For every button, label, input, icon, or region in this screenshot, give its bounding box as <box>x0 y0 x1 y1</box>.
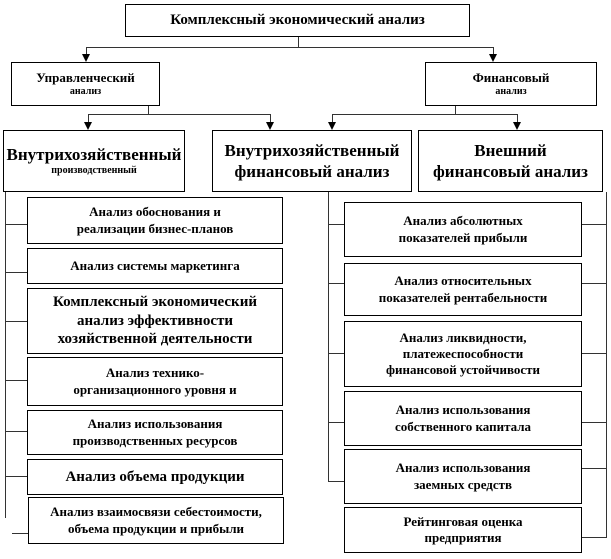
item-line: Анализ использования <box>87 416 223 432</box>
connector <box>332 114 518 115</box>
connector <box>5 476 27 477</box>
item-line: объема продукции и прибыли <box>67 520 245 536</box>
connector <box>328 192 329 481</box>
item-line: Комплексный экономический <box>53 293 257 310</box>
item-line: Анализ ликвидности, <box>399 329 527 345</box>
left-item: Комплексный экономический анализ эффектив… <box>27 288 283 354</box>
item-line: Анализ объема продукции <box>65 468 245 485</box>
connector <box>455 106 456 115</box>
item-line: Рейтинговая оценка <box>403 513 523 529</box>
left-item: Анализ объема продукции <box>27 459 283 495</box>
item-line: реализации бизнес-планов <box>76 220 234 236</box>
connector <box>5 224 27 225</box>
arrow-down-icon <box>328 122 336 130</box>
arrow-down-icon <box>513 122 521 130</box>
item-line: собственного капитала <box>394 418 532 434</box>
connector <box>5 321 27 322</box>
node-internal-financial: Внутрихозяйственный финансовый анализ <box>212 130 412 192</box>
item-line: финансовой устойчивости <box>385 362 541 378</box>
item-line: показателей прибыли <box>398 229 528 245</box>
arrow-down-icon <box>266 122 274 130</box>
connector <box>328 353 344 354</box>
item-line: анализ эффективности <box>77 312 233 329</box>
connector <box>517 114 518 122</box>
item-line: Анализ относительных <box>394 273 532 289</box>
connector <box>270 114 271 122</box>
item-line: организационного уровня и <box>73 381 237 397</box>
node-external-financial: Внешний финансовый анализ <box>418 130 603 192</box>
connector <box>582 283 606 284</box>
node-internal-production: Внутрихозяйственный производственный <box>3 130 185 192</box>
item-line: Анализ обоснования и <box>89 204 221 220</box>
item-line: Анализ технико- <box>105 365 205 381</box>
connector <box>582 422 606 423</box>
connector <box>148 106 149 115</box>
connector <box>328 224 344 225</box>
item-line: Анализ абсолютных <box>403 213 523 229</box>
item-line: заемных средств <box>413 476 513 492</box>
connector <box>328 422 344 423</box>
node-label: анализ <box>495 85 527 97</box>
item-line: показателей рентабельности <box>378 289 548 305</box>
node-management-analysis: Управленческий анализ <box>11 62 160 106</box>
item-line: производственных ресурсов <box>72 432 238 448</box>
left-item: Анализ технико-организационного уровня и <box>27 357 283 406</box>
connector <box>582 468 606 469</box>
connector <box>86 47 494 48</box>
node-label: Внутрихозяйственный <box>6 145 182 165</box>
node-label: производственный <box>51 165 137 177</box>
item-line: Анализ использования <box>395 460 531 476</box>
left-item: Анализ системы маркетинга <box>27 248 283 284</box>
item-line: платежеспособности <box>402 345 524 361</box>
connector <box>582 353 606 354</box>
connector <box>328 481 344 482</box>
connector <box>298 37 299 47</box>
node-label: финансовый анализ <box>433 162 588 181</box>
node-label: Комплексный экономический анализ <box>170 12 425 29</box>
left-item: Анализ взаимосвязи себестоимости,объема … <box>28 497 284 544</box>
connector <box>88 114 89 122</box>
root-node: Комплексный экономический анализ <box>125 4 470 37</box>
connector <box>493 47 494 55</box>
connector <box>5 192 6 518</box>
item-line: предприятия <box>424 530 502 545</box>
arrow-down-icon <box>489 54 497 62</box>
arrow-down-icon <box>84 122 92 130</box>
connector <box>606 192 607 538</box>
item-line: хозяйственной деятельности <box>57 331 253 348</box>
connector <box>5 380 27 381</box>
node-label: анализ <box>69 85 102 97</box>
node-label: Внешний <box>474 140 547 160</box>
connector <box>88 114 271 115</box>
connector <box>582 224 606 225</box>
connector <box>86 47 87 55</box>
connector <box>332 114 333 122</box>
item-line: Анализ использования <box>395 402 531 418</box>
connector <box>12 533 34 534</box>
node-label: Финансовый <box>472 69 550 85</box>
connector <box>582 537 606 538</box>
arrow-down-icon <box>82 54 90 62</box>
connector <box>328 283 344 284</box>
connector <box>5 272 27 273</box>
item-line: Анализ системы маркетинга <box>70 257 240 273</box>
node-label: Управленческий <box>36 69 135 85</box>
node-financial-analysis: Финансовый анализ <box>425 62 597 106</box>
node-label: Внутрихозяйственный <box>224 140 400 160</box>
item-line: Анализ взаимосвязи себестоимости, <box>50 504 262 520</box>
connector <box>5 431 27 432</box>
node-label: финансовый анализ <box>234 162 390 181</box>
